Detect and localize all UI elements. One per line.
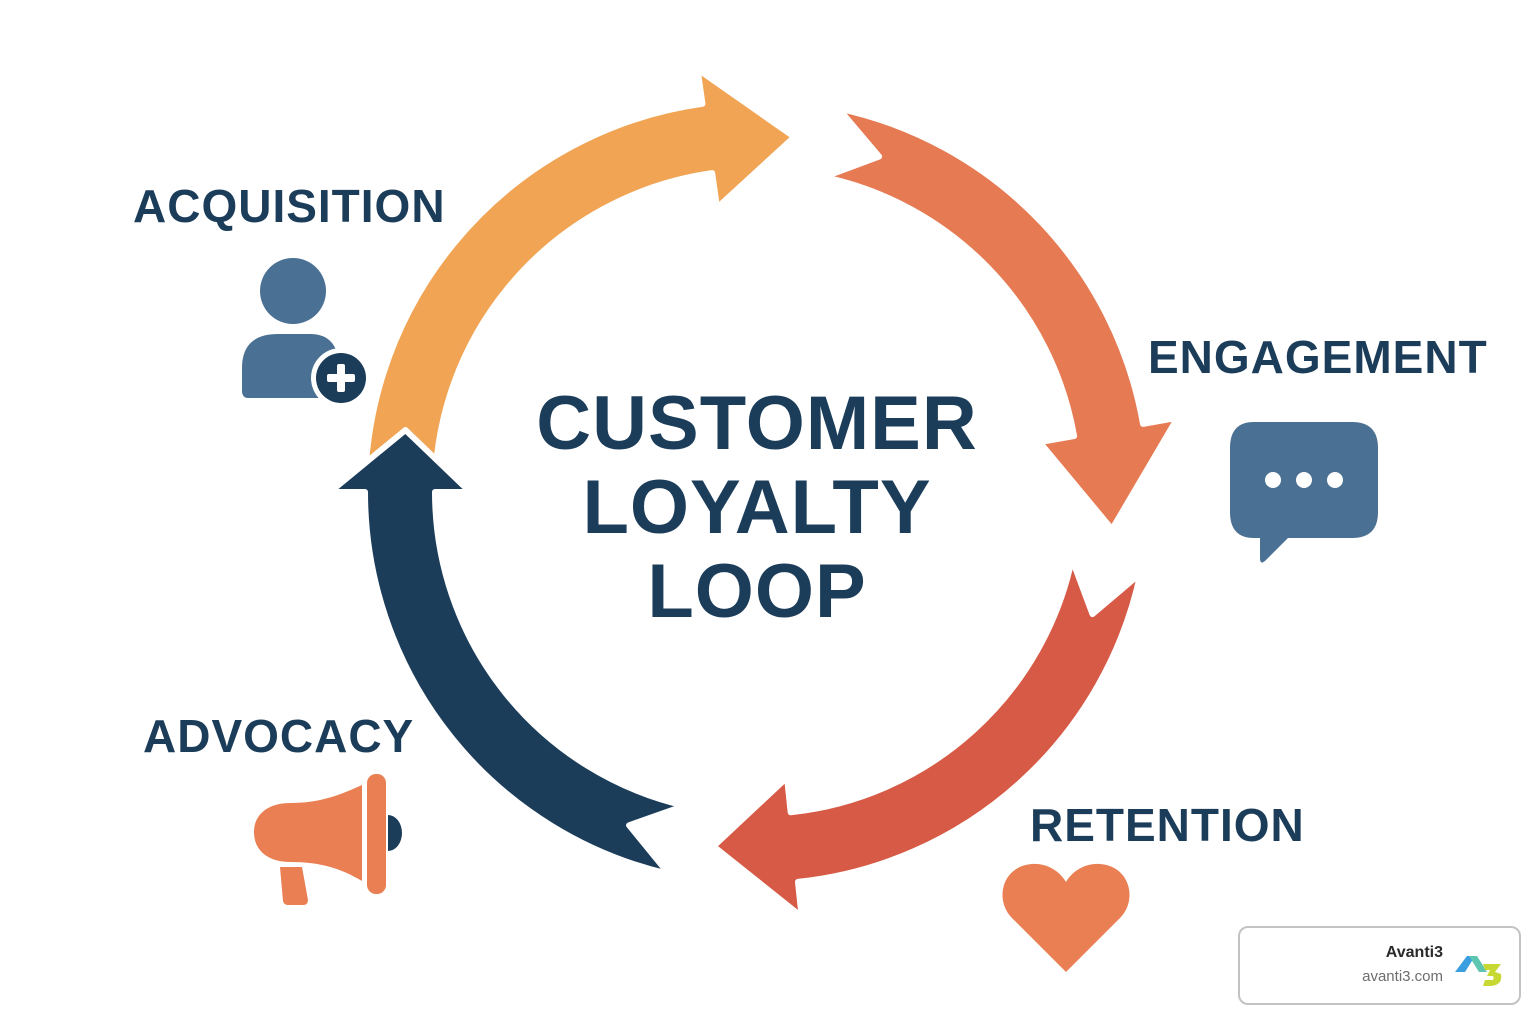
user-plus-icon [242, 258, 370, 408]
title-line-1: CUSTOMER [536, 381, 978, 466]
stage-label-advocacy: ADVOCACY [143, 710, 415, 762]
stage-label-engagement: ENGAGEMENT [1148, 331, 1488, 383]
title-line-3: LOOP [647, 549, 867, 634]
brand-name: Avanti3 [1385, 944, 1443, 961]
advocacy-arrow [327, 427, 688, 877]
diagram-title: CUSTOMER LOYALTY LOOP [457, 382, 1057, 634]
chat-bubble-icon [1230, 422, 1378, 563]
brand-url[interactable]: avanti3.com [1362, 968, 1443, 985]
engagement-arrow [820, 105, 1181, 533]
heart-icon [1002, 863, 1130, 972]
avanti3-logo-icon [1455, 956, 1502, 986]
stage-label-acquisition: ACQUISITION [133, 180, 446, 232]
stage-label-retention: RETENTION [1030, 799, 1305, 851]
retention-arrow [710, 555, 1144, 920]
megaphone-icon [254, 774, 402, 905]
brand-card[interactable]: Avanti3 avanti3.com [1238, 926, 1521, 1005]
title-line-2: LOYALTY [582, 465, 932, 550]
